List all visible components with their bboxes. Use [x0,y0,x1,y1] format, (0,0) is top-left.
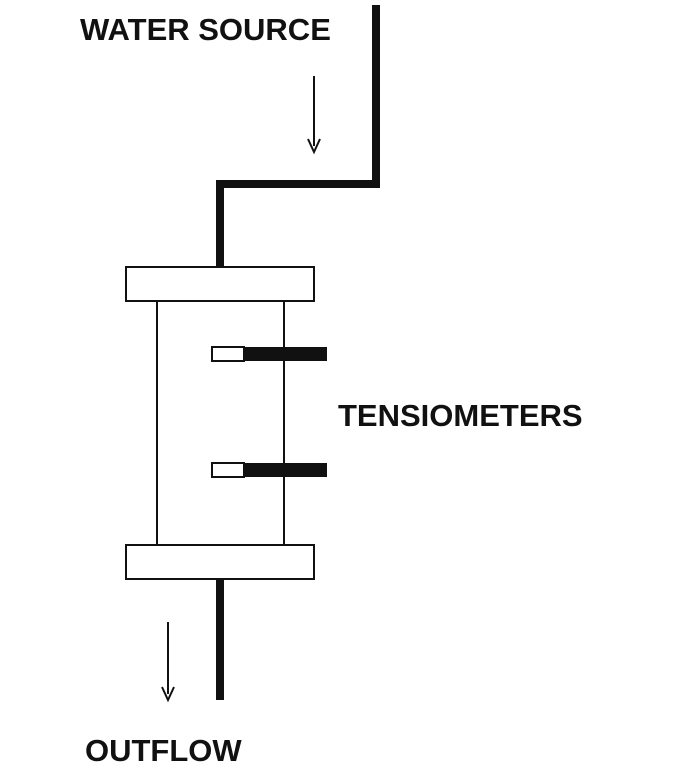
tensiometer-upper [211,346,327,362]
column-bottom-cap [125,544,315,580]
tensiometers-label: TENSIOMETERS [338,398,583,433]
outflow-arrow [161,622,175,703]
column-top-cap [125,266,315,302]
inflow-arrow [307,76,321,155]
inlet-pipe [216,5,380,267]
water-source-label: WATER SOURCE [80,12,331,47]
outflow-label: OUTFLOW [85,733,242,768]
tensiometer-lower [211,462,327,478]
soil-column [156,300,285,546]
